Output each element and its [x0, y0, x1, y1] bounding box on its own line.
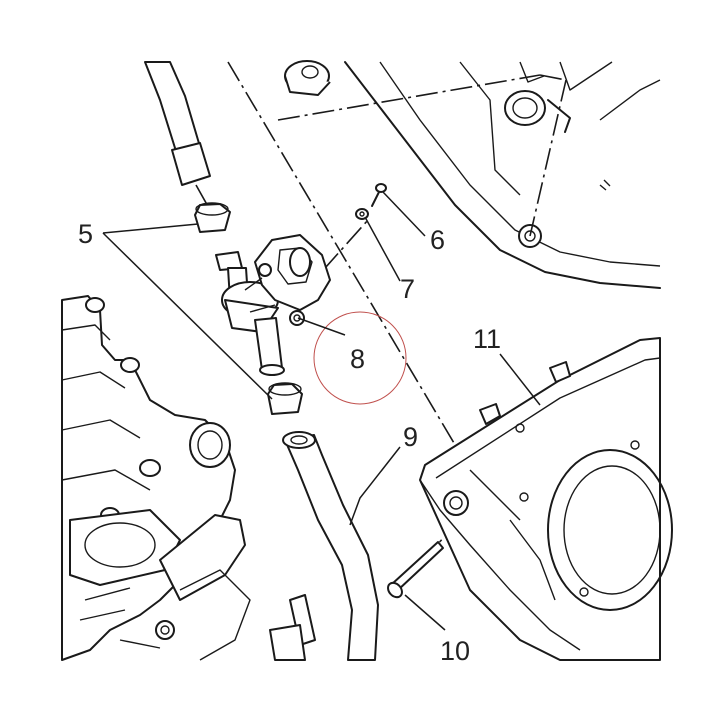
screw-part	[371, 183, 387, 207]
bolt-part	[387, 541, 444, 599]
leader-lines	[102, 191, 541, 631]
callout-5: 5	[78, 219, 93, 249]
upper-housing-part	[344, 61, 661, 289]
callout-8: 8	[350, 344, 365, 374]
upper-hose-part	[144, 61, 211, 211]
valve-part	[215, 234, 331, 376]
callout-10: 10	[440, 636, 470, 666]
callout-11: 11	[473, 324, 501, 354]
engine-block-part	[61, 295, 316, 661]
upper-clamp-part	[194, 202, 231, 233]
highlight-circle	[313, 311, 407, 405]
cover-plate-part	[419, 337, 673, 661]
callout-9: 9	[403, 422, 418, 452]
callout-6: 6	[430, 225, 445, 255]
plug-part	[284, 60, 331, 96]
lower-clamp-part	[267, 382, 303, 415]
washer-part	[355, 208, 369, 220]
lower-hose-part	[282, 431, 379, 661]
callout-7: 7	[400, 274, 415, 304]
